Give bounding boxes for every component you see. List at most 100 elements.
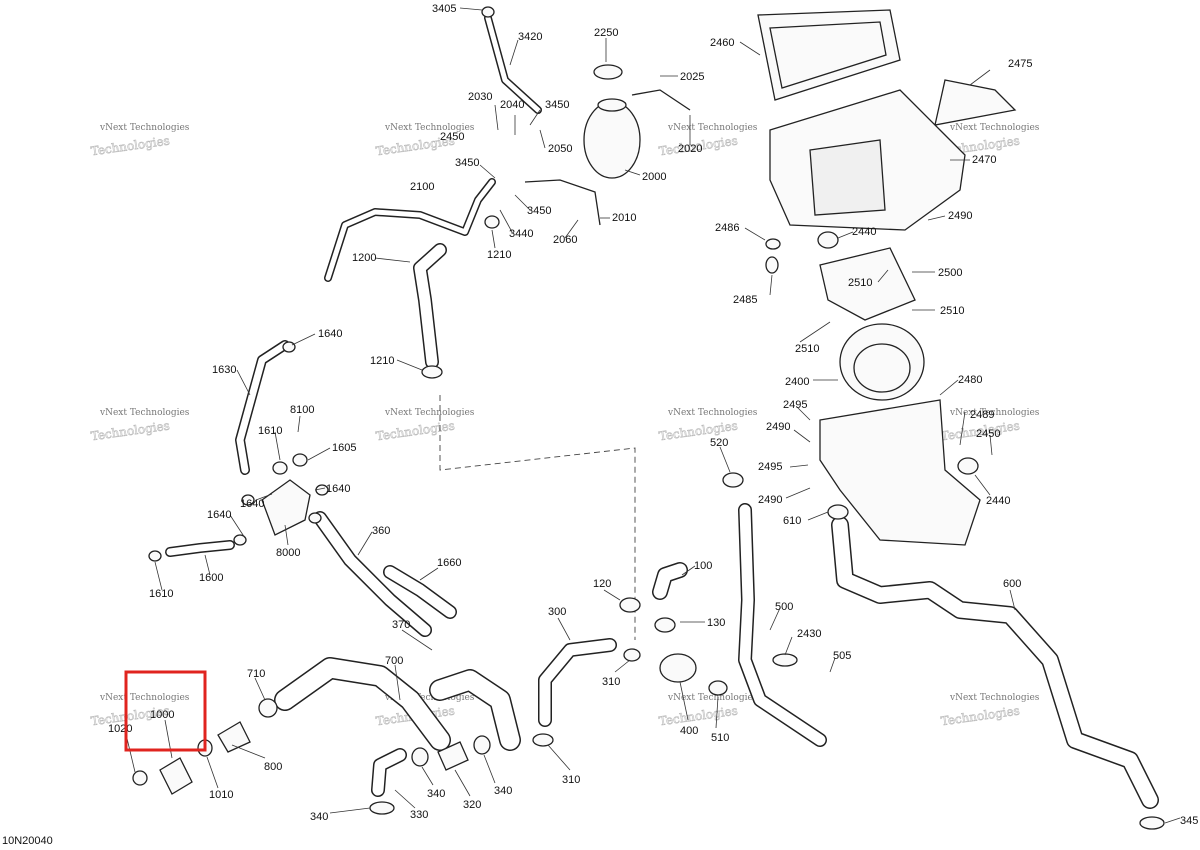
- part-label: 1610: [258, 425, 282, 437]
- part-label: 2495: [783, 399, 807, 411]
- part-label: 1640: [326, 483, 350, 495]
- part-label: 2510: [940, 305, 964, 317]
- part-label: 2010: [612, 212, 636, 224]
- part-label: 2495: [758, 461, 782, 473]
- highlight-box: [124, 670, 207, 752]
- part-label: 330: [410, 809, 428, 821]
- part-label: 2250: [594, 27, 618, 39]
- part-label: 1210: [370, 355, 394, 367]
- watermark: vNext Technologies: [384, 408, 475, 418]
- part-label: 340: [494, 785, 512, 797]
- coolant-reservoir: [583, 101, 641, 179]
- part-label: 400: [680, 725, 698, 737]
- watermark: vNext Technologies: [667, 408, 758, 418]
- reservoir-bracket: [524, 179, 601, 226]
- watermark: vNext Technologies: [667, 123, 758, 133]
- part-label: 3405: [432, 3, 456, 15]
- part-label: 360: [372, 525, 390, 537]
- watermark: vNext Technologies: [384, 123, 475, 133]
- components: [159, 9, 1017, 795]
- part-label: 2485: [733, 294, 757, 306]
- watermark: vNext Technologies: [949, 123, 1040, 133]
- part-label: 1640: [240, 498, 264, 510]
- part-label: 1660: [437, 557, 461, 569]
- part-label: 2510: [848, 277, 872, 289]
- part-label: 2060: [553, 234, 577, 246]
- watermark: vNext Technologies: [384, 693, 475, 703]
- part-label: 1630: [212, 364, 236, 376]
- part-label: 2440: [986, 495, 1010, 507]
- part-label: 8100: [290, 404, 314, 416]
- part-label: 340: [427, 788, 445, 800]
- watermark: vNext Technologies: [667, 693, 758, 703]
- part-label: 1010: [209, 789, 233, 801]
- part-label: 2100: [410, 181, 434, 193]
- watermark: vNext Technologies: [949, 408, 1040, 418]
- part-label: 3450: [545, 99, 569, 111]
- part-label: 3450: [455, 157, 479, 169]
- leader-lines: [124, 7, 1181, 824]
- part-label: 1600: [199, 572, 223, 584]
- water-pump: [659, 653, 697, 683]
- part-label: 130: [707, 617, 725, 629]
- part-label: 2025: [680, 71, 704, 83]
- part-label: 310: [602, 676, 620, 688]
- part-label: 2430: [797, 628, 821, 640]
- part-label: 2400: [785, 376, 809, 388]
- part-label: 8000: [276, 547, 300, 559]
- part-label: 2000: [642, 171, 666, 183]
- doc-code: 10N20040: [2, 835, 53, 847]
- part-label: 2040: [500, 99, 524, 111]
- part-label: 700: [385, 655, 403, 667]
- part-label: 2510: [795, 343, 819, 355]
- part-label: 1210: [487, 249, 511, 261]
- fitting-1000: [159, 757, 193, 795]
- part-label: 1640: [207, 509, 231, 521]
- part-label: 120: [593, 578, 611, 590]
- part-label: 2475: [1008, 58, 1032, 70]
- part-label: 2450: [440, 131, 464, 143]
- watermark: vNext Technologies: [99, 123, 190, 133]
- valve-assembly: [261, 479, 311, 536]
- watermark: vNext Technologies: [99, 408, 190, 418]
- part-label: 345: [1180, 815, 1198, 827]
- part-label: 800: [264, 761, 282, 773]
- part-label: 2470: [972, 154, 996, 166]
- part-label: 310: [562, 774, 580, 786]
- watermark: Technologies: [90, 133, 171, 158]
- clamps: [132, 6, 1165, 830]
- part-label: 2050: [548, 143, 572, 155]
- part-label: 520: [710, 437, 728, 449]
- part-label: 2460: [710, 37, 734, 49]
- part-label: 2490: [766, 421, 790, 433]
- watermark: Technologies: [90, 418, 171, 443]
- part-label: 2489: [970, 409, 994, 421]
- part-label: 505: [833, 650, 851, 662]
- part-label: 2030: [468, 91, 492, 103]
- hoses: [165, 14, 1159, 809]
- part-label: 320: [463, 799, 481, 811]
- part-label: 2020: [678, 143, 702, 155]
- part-label: 1200: [352, 252, 376, 264]
- part-label: 1605: [332, 442, 356, 454]
- part-label: 3440: [509, 228, 533, 240]
- part-labels: 3405 3420 2250 2460 2475 2025 2030 2040 …: [108, 3, 1198, 827]
- part-label: 100: [694, 560, 712, 572]
- part-label: 2480: [958, 374, 982, 386]
- part-label: 2490: [948, 210, 972, 222]
- part-label: 2490: [758, 494, 782, 506]
- part-label: 370: [392, 619, 410, 631]
- part-label: 1610: [149, 588, 173, 600]
- shroud-plate: [934, 79, 1017, 126]
- part-label: 3450: [527, 205, 551, 217]
- part-label: 600: [1003, 578, 1021, 590]
- reservoir-cap: [593, 64, 623, 80]
- watermark: vNext Technologies: [99, 693, 190, 703]
- part-label: 1640: [318, 328, 342, 340]
- part-label: 300: [548, 606, 566, 618]
- lower-fan-housing: [819, 399, 981, 546]
- part-label: 340: [310, 811, 328, 823]
- part-label: 3420: [518, 31, 542, 43]
- tee-fitting: [217, 721, 251, 753]
